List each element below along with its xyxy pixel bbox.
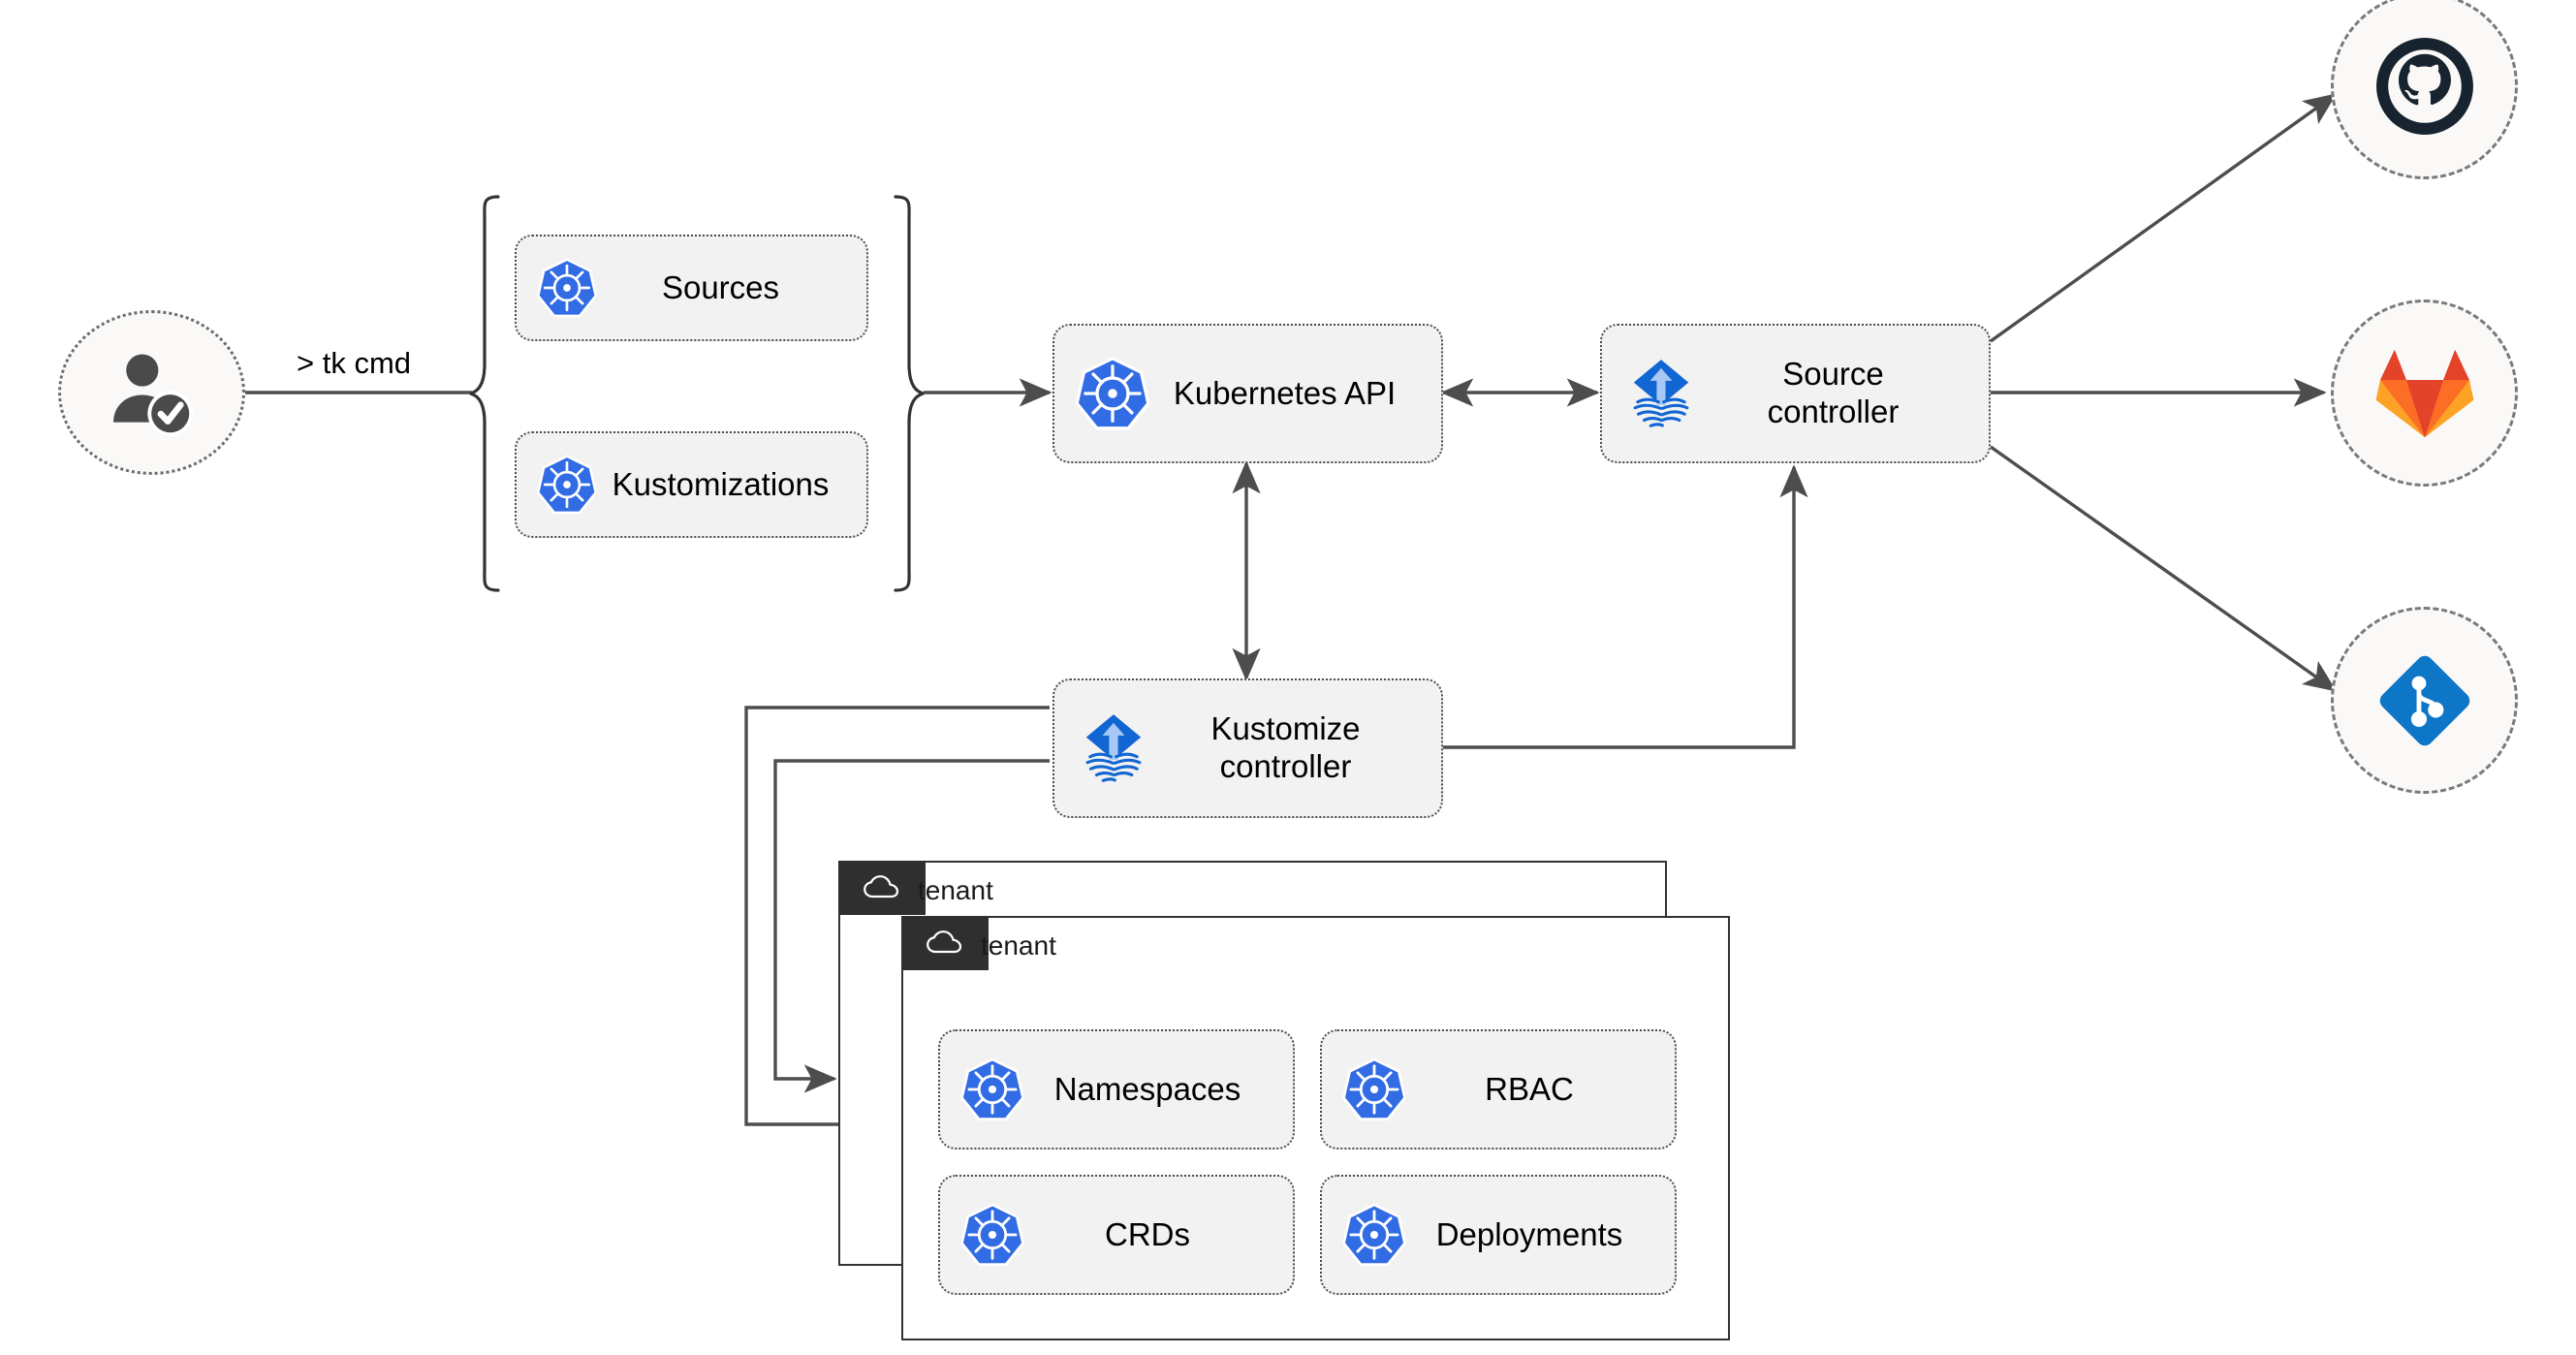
brace-right: [894, 195, 925, 592]
cloud-icon: [863, 874, 898, 898]
kubernetes-icon: [534, 452, 600, 518]
tenant-tab-1: [837, 860, 926, 915]
flux-icon: [1072, 707, 1155, 790]
node-label: Kustomizations: [612, 465, 830, 502]
node-label: Source controller: [1767, 356, 1900, 429]
node-github[interactable]: [2331, 0, 2518, 179]
node-label: Deployments: [1435, 1215, 1623, 1252]
tenant-panel-2[interactable]: tenant Namespaces: [900, 915, 1730, 1340]
kubernetes-icon: [958, 1055, 1027, 1124]
kubernetes-icon: [1339, 1200, 1409, 1270]
kubernetes-icon: [958, 1200, 1027, 1270]
wire-kustomize-to-source: [1443, 464, 1808, 749]
node-label: RBAC: [1485, 1070, 1574, 1107]
wire-source-to-gitrepo: [1990, 445, 2338, 692]
node-kubernetes-api[interactable]: Kubernetes API: [1052, 324, 1443, 463]
node-label: Kustomize controller: [1210, 710, 1361, 784]
node-kustomizations[interactable]: Kustomizations: [515, 431, 868, 538]
node-namespaces[interactable]: Namespaces: [938, 1029, 1295, 1150]
command-label: > tk cmd: [297, 346, 412, 380]
node-label: CRDs: [1105, 1215, 1190, 1252]
kubernetes-icon: [1072, 353, 1153, 434]
wire-source-to-github: [1990, 93, 2338, 343]
gitlab-icon: [2375, 349, 2473, 437]
github-icon: [2375, 37, 2473, 135]
node-label: Namespaces: [1053, 1070, 1241, 1107]
node-crds[interactable]: CRDs: [938, 1175, 1295, 1295]
cloud-icon: [926, 930, 961, 953]
node-source-controller[interactable]: Source controller: [1600, 324, 1991, 463]
node-gitlab[interactable]: [2331, 299, 2518, 487]
node-deployments[interactable]: Deployments: [1320, 1175, 1677, 1295]
flux-icon: [1619, 352, 1703, 435]
tenant-label: tenant: [981, 930, 1056, 961]
node-git-repo[interactable]: [2331, 607, 2518, 794]
tenant-label: tenant: [918, 875, 993, 905]
brace-left: [469, 195, 500, 592]
user-verified-icon: [112, 354, 193, 437]
user-actor-node: [58, 310, 245, 475]
kubernetes-icon: [1339, 1055, 1409, 1124]
kubernetes-icon: [534, 255, 600, 321]
git-repo-icon: [2379, 655, 2469, 745]
node-sources[interactable]: Sources: [515, 235, 868, 341]
node-label: Kubernetes API: [1173, 374, 1397, 411]
node-kustomize-controller[interactable]: Kustomize controller: [1052, 678, 1443, 818]
node-label: Sources: [661, 268, 780, 305]
node-rbac[interactable]: RBAC: [1320, 1029, 1677, 1150]
tenant-tab-2: [900, 915, 989, 970]
